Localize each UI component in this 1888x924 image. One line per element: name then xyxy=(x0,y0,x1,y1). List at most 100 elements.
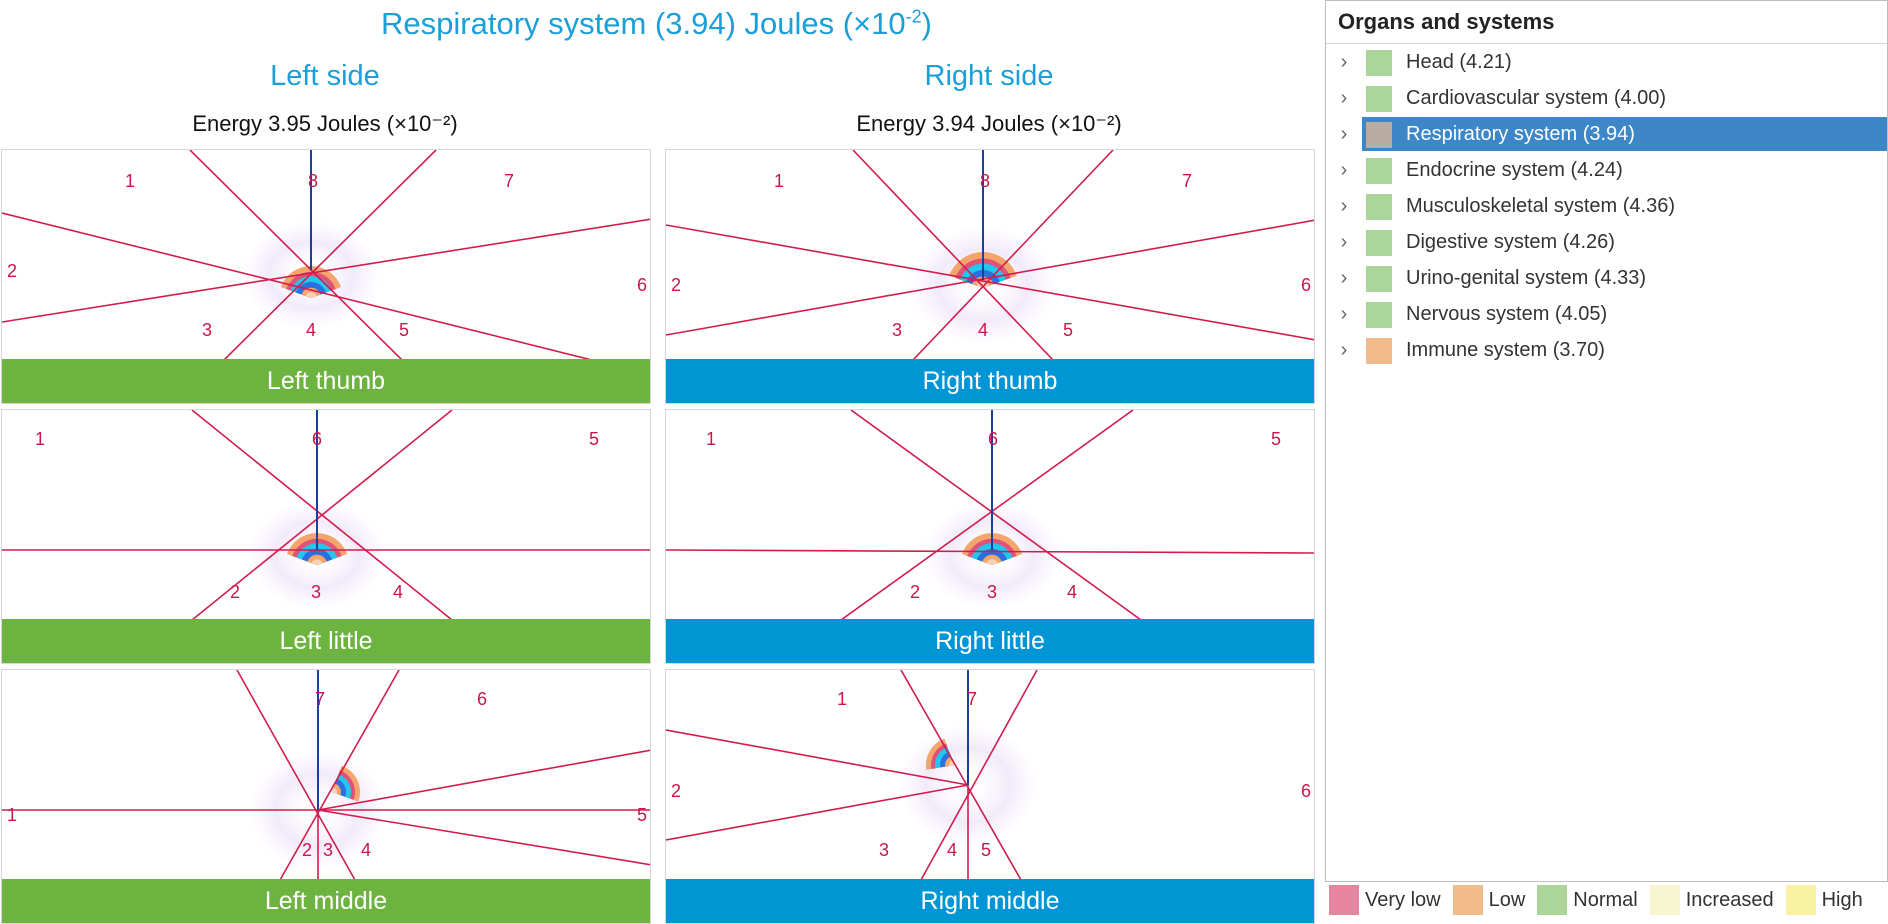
sector-number: 2 xyxy=(670,781,682,801)
organ-tree-item-label: Musculoskeletal system (4.36) xyxy=(1406,195,1675,217)
energy-glow-layer xyxy=(986,559,998,565)
chevron-right-icon[interactable]: › xyxy=(1340,303,1348,325)
sector-line xyxy=(920,670,1038,880)
sector-line xyxy=(850,410,1142,620)
legend-swatch xyxy=(1537,885,1568,915)
sector-diagram xyxy=(666,670,1038,880)
sector-line xyxy=(2,218,650,323)
legend-swatch xyxy=(1329,885,1359,915)
sector-number: 2 xyxy=(301,840,313,860)
chevron-right-icon[interactable]: › xyxy=(1340,339,1348,361)
sector-line xyxy=(191,410,453,620)
sector-number: 5 xyxy=(980,840,992,860)
status-swatch xyxy=(1366,230,1392,256)
legend-item: Low xyxy=(1452,885,1526,915)
sector-number: 4 xyxy=(305,320,317,340)
sector-number: 3 xyxy=(322,840,334,860)
organ-tree-item[interactable]: › Cardiovascular system (4.00) xyxy=(1326,80,1887,116)
sector-line xyxy=(317,809,650,866)
sector-number: 6 xyxy=(311,429,323,449)
sector-line xyxy=(912,150,1114,360)
sector-number: 6 xyxy=(476,689,488,709)
sector-number: 8 xyxy=(307,171,319,191)
sector-diagram xyxy=(2,150,650,360)
status-swatch xyxy=(1366,158,1392,184)
sector-line xyxy=(2,212,596,360)
sector-diagram xyxy=(666,410,1314,620)
organs-panel: Organs and systems › Head (4.21) › Cardiova… xyxy=(1325,0,1888,882)
panel-caption: Left little xyxy=(2,619,650,663)
organ-tree-item-label: Nervous system (4.05) xyxy=(1406,303,1608,325)
sector-number: 1 xyxy=(836,689,848,709)
sector-line xyxy=(666,224,1314,341)
sector-line xyxy=(900,670,1022,880)
sector-number: 5 xyxy=(588,429,600,449)
chevron-right-icon[interactable]: › xyxy=(1340,87,1348,109)
organ-tree-item[interactable]: › Urino-genital system (4.33) xyxy=(1326,260,1887,296)
sector-number: 5 xyxy=(398,320,410,340)
chevron-right-icon[interactable]: › xyxy=(1340,231,1348,253)
legend-label: Very low xyxy=(1365,888,1441,911)
sector-line xyxy=(223,150,437,360)
chevron-right-icon[interactable]: › xyxy=(1340,195,1348,217)
sector-number: 3 xyxy=(986,582,998,602)
chevron-right-icon[interactable]: › xyxy=(1340,51,1348,73)
chevron-right-icon[interactable]: › xyxy=(1340,123,1348,145)
sector-diagram xyxy=(2,670,650,880)
energy-glow-layer xyxy=(311,559,323,565)
organ-tree-item[interactable]: › Digestive system (4.26) xyxy=(1326,224,1887,260)
organ-tree-item[interactable]: ›Immune system (3.70) xyxy=(1326,332,1887,368)
organs-panel-header: Organs and systems xyxy=(1326,1,1887,44)
chevron-right-icon[interactable]: › xyxy=(1340,159,1348,181)
sector-line xyxy=(279,670,400,880)
sector-number: 4 xyxy=(977,320,989,340)
sector-number: 2 xyxy=(229,582,241,602)
organ-tree-item-label: Cardiovascular system (4.00) xyxy=(1406,87,1667,109)
status-swatch xyxy=(1366,302,1392,328)
status-swatch xyxy=(1366,50,1392,76)
organ-tree-item[interactable]: › Nervous system (4.05) xyxy=(1326,296,1887,332)
sector-number: 7 xyxy=(314,689,326,709)
sector-diagram xyxy=(666,150,1314,360)
sector-number: 1 xyxy=(124,171,136,191)
sector-number: 1 xyxy=(6,805,18,825)
sector-line xyxy=(852,150,1054,360)
organ-tree-item-label: Urino-genital system (4.33) xyxy=(1406,267,1647,289)
organs-tree: › Head (4.21) › Cardiovascular system (4.00… xyxy=(1326,44,1887,368)
sector-number: 4 xyxy=(392,582,404,602)
sector-number: 6 xyxy=(1300,275,1312,295)
organ-tree-item[interactable]: › Musculoskeletal system (4.36) xyxy=(1326,188,1887,224)
sector-number: 1 xyxy=(705,429,717,449)
organ-tree-item[interactable]: ›Respiratory system (3.94) xyxy=(1326,116,1887,152)
legend: Very low Low Normal Increased High xyxy=(1325,882,1888,918)
legend-item: Increased xyxy=(1649,885,1774,915)
legend-label: Low xyxy=(1488,888,1526,911)
panel-caption: Right little xyxy=(666,619,1314,663)
chevron-right-icon[interactable]: › xyxy=(1340,267,1348,289)
sector-diagram xyxy=(2,410,650,620)
right-side-heading: Right side xyxy=(924,60,1054,92)
organ-tree-item-label: Head (4.21) xyxy=(1406,51,1512,73)
legend-swatch xyxy=(1785,885,1816,915)
organ-tree-item[interactable]: › Head (4.21) xyxy=(1326,44,1887,80)
sector-number: 7 xyxy=(1181,171,1193,191)
sector-line xyxy=(236,670,356,880)
sector-number: 6 xyxy=(987,429,999,449)
sector-line xyxy=(317,749,650,811)
legend-item: Normal xyxy=(1537,885,1638,915)
organ-tree-item[interactable]: ›Endocrine system (4.24) xyxy=(1326,152,1887,188)
legend-label: High xyxy=(1821,888,1863,911)
legend-swatch xyxy=(1452,885,1483,915)
sector-number: 4 xyxy=(360,840,372,860)
sector-number: 5 xyxy=(636,805,648,825)
sector-line xyxy=(666,784,969,841)
energy-glow-layer xyxy=(332,787,338,794)
organ-tree-item-label: Digestive system (4.26) xyxy=(1406,231,1615,253)
sector-number: 6 xyxy=(1300,781,1312,801)
